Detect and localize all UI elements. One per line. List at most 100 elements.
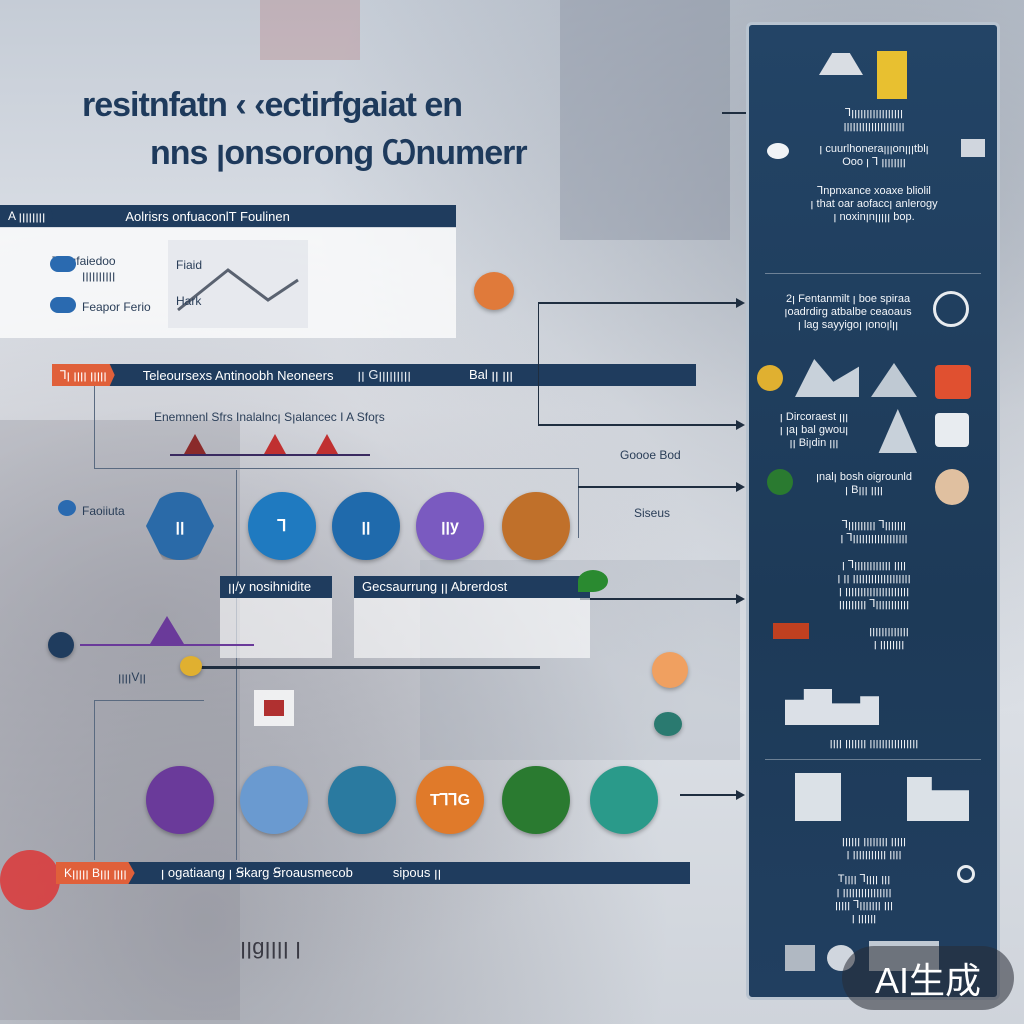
sub-panel: [354, 598, 590, 658]
bird-icon: [961, 139, 985, 157]
dot-icon: [180, 656, 202, 676]
arrow-head-icon: [736, 298, 745, 308]
eye-icon: [767, 143, 789, 159]
bar-right: sipous ꞁꞁ: [392, 865, 442, 880]
badge-icon: [935, 365, 971, 399]
arrow-line: [580, 598, 738, 600]
label-4: Fiaid: [176, 258, 203, 272]
bar-right: Bal ꞁꞁ ꞁꞁꞁ: [468, 367, 514, 382]
orange-dot-icon: [652, 652, 688, 688]
timeline-line: [80, 644, 254, 646]
timeline-line: [170, 454, 370, 456]
photo-placeholder-icon: [177, 268, 299, 312]
connector-line: [94, 386, 95, 468]
arrow-line: [538, 302, 738, 304]
warning-icon: [935, 413, 969, 447]
bar-text: ꞁ ogatiaang ꞁ Ꞩkarg Ꞩroausmecob: [160, 865, 353, 880]
gear-icon: [757, 365, 783, 391]
label-9: Faoiiuta: [82, 504, 125, 518]
dot-icon: [58, 500, 76, 516]
leaf-icon: [578, 570, 608, 592]
page-title-line2: nns ꞁonsorong Ꞷnumerr: [150, 134, 528, 172]
label-10: ꞁꞁꞁꞁVꞁꞁ: [118, 670, 147, 684]
landscape-icon: [795, 359, 859, 397]
connector-line: [94, 700, 95, 860]
building-icon: ꞁꞁ: [332, 492, 400, 560]
shield-icon: [933, 291, 969, 327]
footer-scribble: ꞁꞁgꞁꞁꞁꞁ ꞁ: [240, 934, 302, 959]
bar-tag: A ꞁꞁꞁꞁꞁꞁꞁꞁ: [0, 205, 54, 227]
sail-icon: [878, 409, 917, 453]
buildings-icon: [795, 773, 841, 821]
cloud-icon: [50, 297, 76, 313]
bridge-icon: [871, 363, 917, 397]
bar-mid: ꞁꞁ Gꞁꞁꞁꞁꞁꞁꞁꞁꞁ: [357, 367, 411, 382]
orange-badge-icon: [474, 272, 514, 310]
arrow-line: [578, 486, 738, 488]
connector-line: [236, 470, 237, 860]
heart-icon: [240, 766, 308, 834]
bar-tag: Ꞁꞁ ꞁꞁꞁꞁ ꞁꞁꞁꞁꞁ: [52, 364, 115, 386]
bg-block: [260, 0, 360, 60]
section-bar-2: Ꞁꞁ ꞁꞁꞁꞁ ꞁꞁꞁꞁꞁ Teleoursexs Antinoobh Neon…: [52, 364, 696, 386]
label-5: Hark: [176, 294, 202, 308]
connector-line: [94, 468, 578, 469]
letters-icon: ꞁꞁy: [416, 492, 484, 560]
sidebar-divider: [765, 273, 981, 274]
bar-text: Gecsaurrung ꞁꞁ Abrerdost: [362, 579, 508, 594]
bar-text: ꞁꞁ/y nosihnidite: [228, 579, 312, 594]
tag-icon: TꞀꞀG: [416, 766, 484, 834]
arrow-head-icon: [736, 482, 745, 492]
label-8: Siseus: [634, 506, 671, 520]
arrow-head-icon: [736, 420, 745, 430]
chart-icon: [328, 766, 396, 834]
circle-icon: [957, 865, 975, 883]
section-bar-1: A ꞁꞁꞁꞁꞁꞁꞁꞁ Aolrisrs onfuaconlT Foulinen: [0, 205, 456, 227]
connector-line: [94, 700, 204, 701]
label-7: Goooe Bod: [620, 448, 681, 462]
section-bar-3: ꞁꞁ/y nosihnidite: [220, 576, 332, 598]
arrow-line: [680, 794, 738, 796]
globe-icon: [590, 766, 658, 834]
flag-icon: [773, 623, 809, 639]
bar-text: Aolrisrs onfuaconlT Foulinen: [125, 208, 290, 224]
badge-icon: [48, 632, 74, 658]
bar-tag: Kꞁꞁꞁꞁꞁ Bꞁꞁꞁ ꞁꞁꞁꞁ: [56, 862, 135, 884]
ai-generated-watermark: AI生成: [842, 946, 1014, 1010]
section-bar-5: Kꞁꞁꞁꞁꞁ Bꞁꞁꞁ ꞁꞁꞁꞁ ꞁ ogatiaang ꞁ Ꞩkarg Ꞩro…: [56, 862, 690, 884]
label-3: Feapor Ferio: [82, 300, 151, 314]
label-6: Enemnenl Sfrs Inalalncꞁ Sꞁalancec I A Sf…: [154, 410, 385, 424]
city-icon: [907, 777, 969, 821]
label-2: ꞁꞁꞁꞁꞁꞁꞁꞁꞁꞁ: [82, 268, 116, 282]
bg-block: [560, 0, 730, 240]
house-icon: [819, 53, 863, 75]
section-bar-4: Gecsaurrung ꞁꞁ Abrerdost: [354, 576, 590, 598]
arrow-line: [722, 112, 746, 114]
green-dot-icon: [767, 469, 793, 495]
sub-panel: [220, 598, 332, 658]
photo-icon: [264, 700, 284, 716]
image-panel: [168, 240, 308, 328]
arrow-head-icon: [736, 594, 745, 604]
purple-icon: [146, 766, 214, 834]
connector-line: [538, 302, 539, 426]
person-icon: [935, 469, 969, 505]
factory-icon: [785, 689, 879, 725]
arrow-head-icon: [736, 790, 745, 800]
paperclip-icon: Ꞁ: [248, 492, 316, 560]
small-card: [254, 690, 294, 726]
group-icon: [502, 492, 570, 560]
photo-icon: [785, 945, 815, 971]
figure-icon: [877, 51, 907, 99]
page-title-line1: resitnfatn ‹ ‹ectirfgaiat en: [82, 86, 463, 124]
